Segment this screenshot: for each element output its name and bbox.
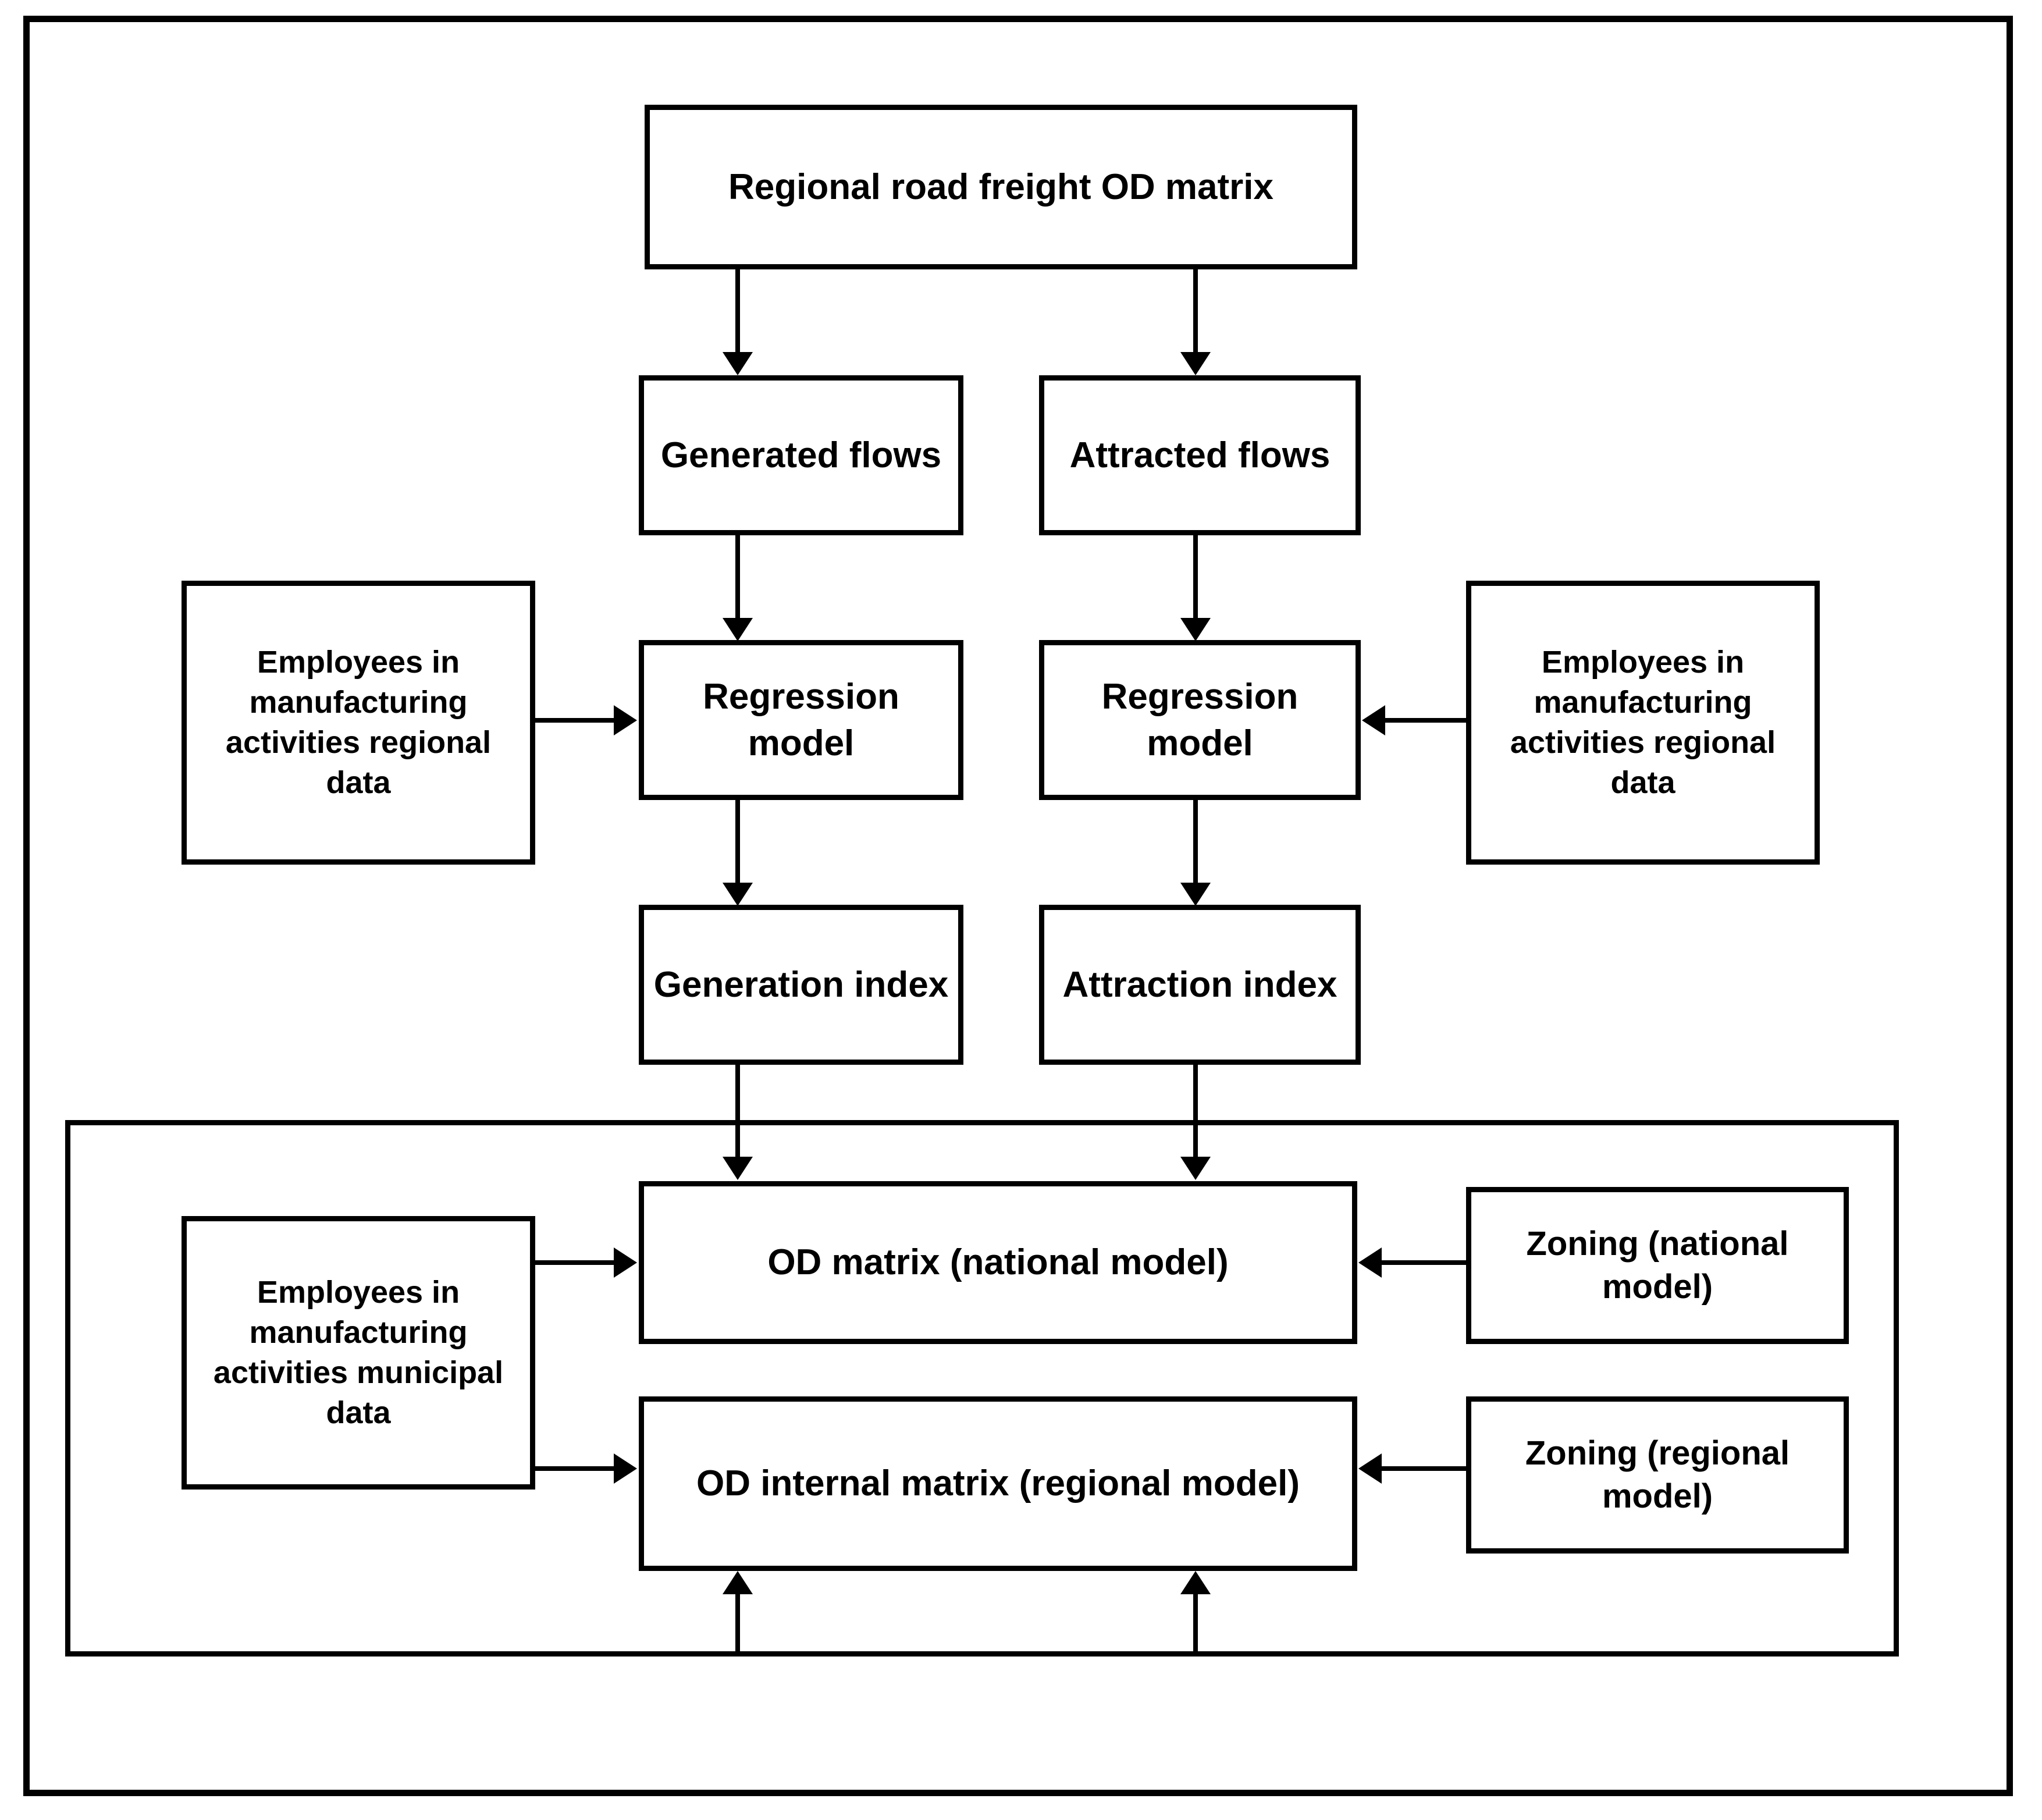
node-label: Generated flows: [660, 435, 942, 475]
node-zoning-regional-model[interactable]: Zoning (regional model): [1466, 1396, 1849, 1554]
arrowhead-left-od-matrix: [1358, 1247, 1382, 1278]
node-employees-manufacturing-regional-left[interactable]: Employees in manufacturing activities re…: [182, 581, 535, 865]
node-regional-road-freight-od-matrix[interactable]: Regional road freight OD matrix: [645, 105, 1357, 269]
node-label: Regional road freight OD matrix: [728, 166, 1274, 207]
arrowhead-down-generated: [723, 352, 753, 375]
arrowhead-down-od-matrix-right: [1180, 1157, 1211, 1180]
arrowhead-down-od-matrix-left: [723, 1157, 753, 1180]
edge-source-to-generated: [735, 269, 740, 357]
node-employees-manufacturing-municipal[interactable]: Employees in manufacturing activities mu…: [182, 1216, 535, 1490]
node-regression-model-left[interactable]: Regression model: [639, 640, 963, 800]
node-zoning-national-model[interactable]: Zoning (national model): [1466, 1187, 1849, 1344]
node-label: Employees in manufacturing activities mu…: [213, 1274, 504, 1431]
node-od-internal-matrix-regional-model[interactable]: OD internal matrix (regional model): [639, 1396, 1357, 1571]
arrowhead-left-od-internal: [1358, 1453, 1382, 1484]
node-label: Regression model: [1101, 677, 1299, 763]
node-label: Employees in manufacturing activities re…: [225, 644, 492, 801]
edge-generated-to-regression-left: [735, 535, 740, 623]
node-regression-model-right[interactable]: Regression model: [1039, 640, 1361, 800]
edge-municipal-to-od-internal: [535, 1466, 617, 1471]
arrowhead-up-od-internal-right-head: [1180, 1571, 1211, 1594]
edge-regression-left-to-generation-index: [735, 800, 740, 887]
node-od-matrix-national-model[interactable]: OD matrix (national model): [639, 1181, 1357, 1344]
edge-feedback-left-to-od-internal: [735, 1578, 740, 1655]
node-label: Zoning (regional model): [1525, 1434, 1790, 1515]
arrowhead-down-regression-right: [1180, 618, 1211, 641]
node-generated-flows[interactable]: Generated flows: [639, 375, 963, 535]
edge-zoning-regional-to-od-internal: [1381, 1466, 1467, 1471]
node-label: Employees in manufacturing activities re…: [1510, 644, 1776, 801]
edge-attraction-index-to-od-matrix: [1193, 1065, 1198, 1175]
node-attraction-index[interactable]: Attraction index: [1039, 905, 1361, 1065]
arrowhead-down-generation-index: [723, 883, 753, 906]
model-group-rectangle: [65, 1120, 1899, 1657]
node-attracted-flows[interactable]: Attracted flows: [1039, 375, 1361, 535]
arrowhead-right-regression-left: [614, 705, 637, 735]
edge-employees-left-to-regression: [535, 718, 617, 723]
node-label: Attraction index: [1062, 964, 1337, 1005]
arrowhead-left-regression-right: [1362, 705, 1385, 735]
node-label: Attracted flows: [1069, 435, 1330, 475]
node-label: Zoning (national model): [1526, 1224, 1789, 1306]
edge-attracted-to-regression-right: [1193, 535, 1198, 623]
edge-employees-right-to-regression: [1385, 718, 1467, 723]
node-label: OD internal matrix (regional model): [696, 1463, 1300, 1504]
edge-source-to-attracted: [1193, 269, 1198, 357]
arrowhead-right-od-internal: [614, 1453, 637, 1484]
arrowhead-up-od-internal-left-head: [723, 1571, 753, 1594]
arrowhead-down-regression-left: [723, 618, 753, 641]
edge-zoning-national-to-od-matrix: [1381, 1260, 1467, 1265]
node-generation-index[interactable]: Generation index: [639, 905, 963, 1065]
edge-generation-index-to-od-matrix: [735, 1065, 740, 1175]
edge-municipal-to-od-matrix: [535, 1260, 617, 1265]
node-label: Regression model: [703, 677, 899, 763]
node-label: Generation index: [653, 964, 949, 1005]
arrowhead-right-od-matrix: [614, 1247, 637, 1278]
edge-regression-right-to-attraction-index: [1193, 800, 1198, 887]
arrowhead-down-attracted: [1180, 352, 1211, 375]
arrowhead-down-attraction-index: [1180, 883, 1211, 906]
node-employees-manufacturing-regional-right[interactable]: Employees in manufacturing activities re…: [1466, 581, 1820, 865]
edge-feedback-right-to-od-internal: [1193, 1578, 1198, 1655]
node-label: OD matrix (national model): [767, 1242, 1229, 1283]
